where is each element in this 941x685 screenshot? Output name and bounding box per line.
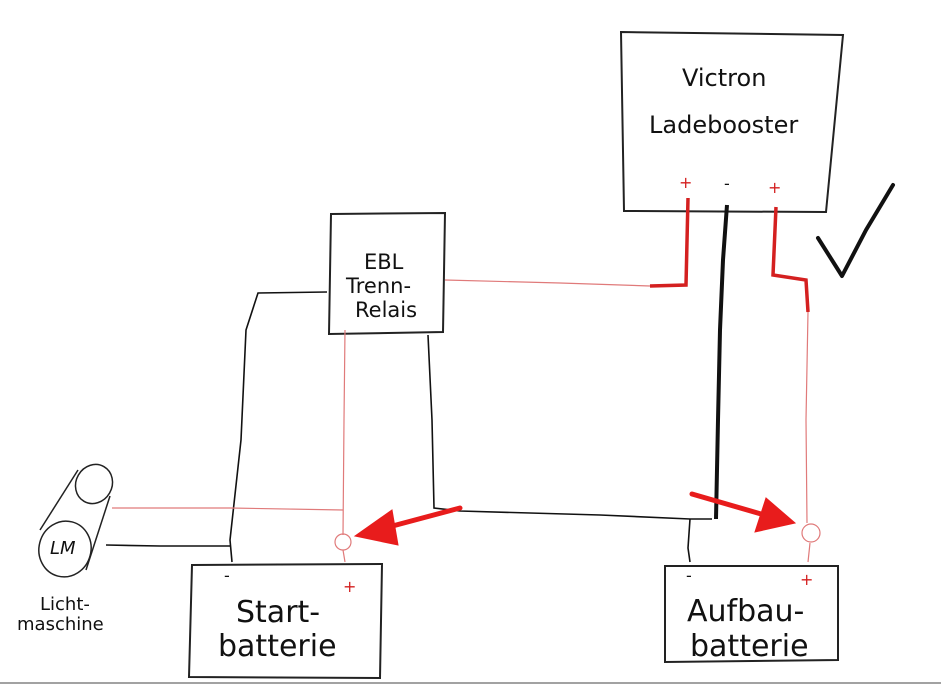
house-minus-drop-wire — [687, 518, 691, 563]
victron-title-line2: Ladebooster — [649, 111, 799, 139]
alternator-label-line1: Licht- — [40, 594, 90, 615]
relay-label-line1: EBL — [364, 250, 404, 274]
victron-title-line1: Victron — [682, 64, 767, 92]
house-battery-minus-label: - — [686, 566, 692, 585]
start-battery-label-line1: Start- — [236, 595, 321, 630]
house-battery-box — [664, 565, 839, 664]
relay-to-start-plus-wire — [342, 329, 346, 536]
relay-label-line3: Relais — [355, 298, 418, 322]
alternator-symbol: LM — [50, 538, 76, 559]
victron-plus-out-wire — [771, 206, 810, 313]
house-battery-label-line2: batterie — [690, 629, 809, 664]
alternator-icon — [38, 463, 114, 578]
start-battery-plus-label: + — [343, 577, 357, 596]
relay-box — [327, 211, 447, 336]
start-battery-label-line2: batterie — [218, 629, 337, 664]
start-battery-minus-label: - — [224, 566, 230, 585]
victron-minus-label: - — [724, 174, 730, 193]
victron-plus-right-label: + — [768, 178, 782, 197]
start-plus-terminal — [334, 533, 352, 551]
check-icon — [816, 183, 895, 278]
arrow-to-start-plus-icon — [353, 505, 463, 546]
victron-plus-left-label: + — [679, 173, 693, 192]
start-plus-stub-wire — [342, 549, 346, 563]
alternator-label-line2: maschine — [17, 614, 104, 635]
alternator-plus-wire — [112, 507, 344, 511]
house-battery-label-line1: Aufbau- — [687, 594, 805, 629]
house-plus-terminal — [801, 523, 821, 543]
victron-to-house-plus-wire — [805, 311, 809, 524]
relay-to-victron-plus-wire — [444, 279, 651, 287]
relay-label-line2: Trenn- — [346, 274, 412, 298]
victron-minus-wire — [714, 204, 729, 520]
relay-to-house-minus-wire — [427, 334, 712, 520]
victron-box — [619, 30, 845, 214]
start-battery-box — [187, 562, 384, 680]
house-battery-plus-label: + — [800, 570, 814, 589]
arrow-to-house-plus-icon — [689, 491, 797, 533]
house-plus-stub-wire — [807, 542, 811, 563]
victron-plus-in-wire — [649, 197, 690, 288]
relay-to-start-minus-wire — [229, 291, 328, 563]
alternator-minus-wire — [105, 544, 230, 547]
